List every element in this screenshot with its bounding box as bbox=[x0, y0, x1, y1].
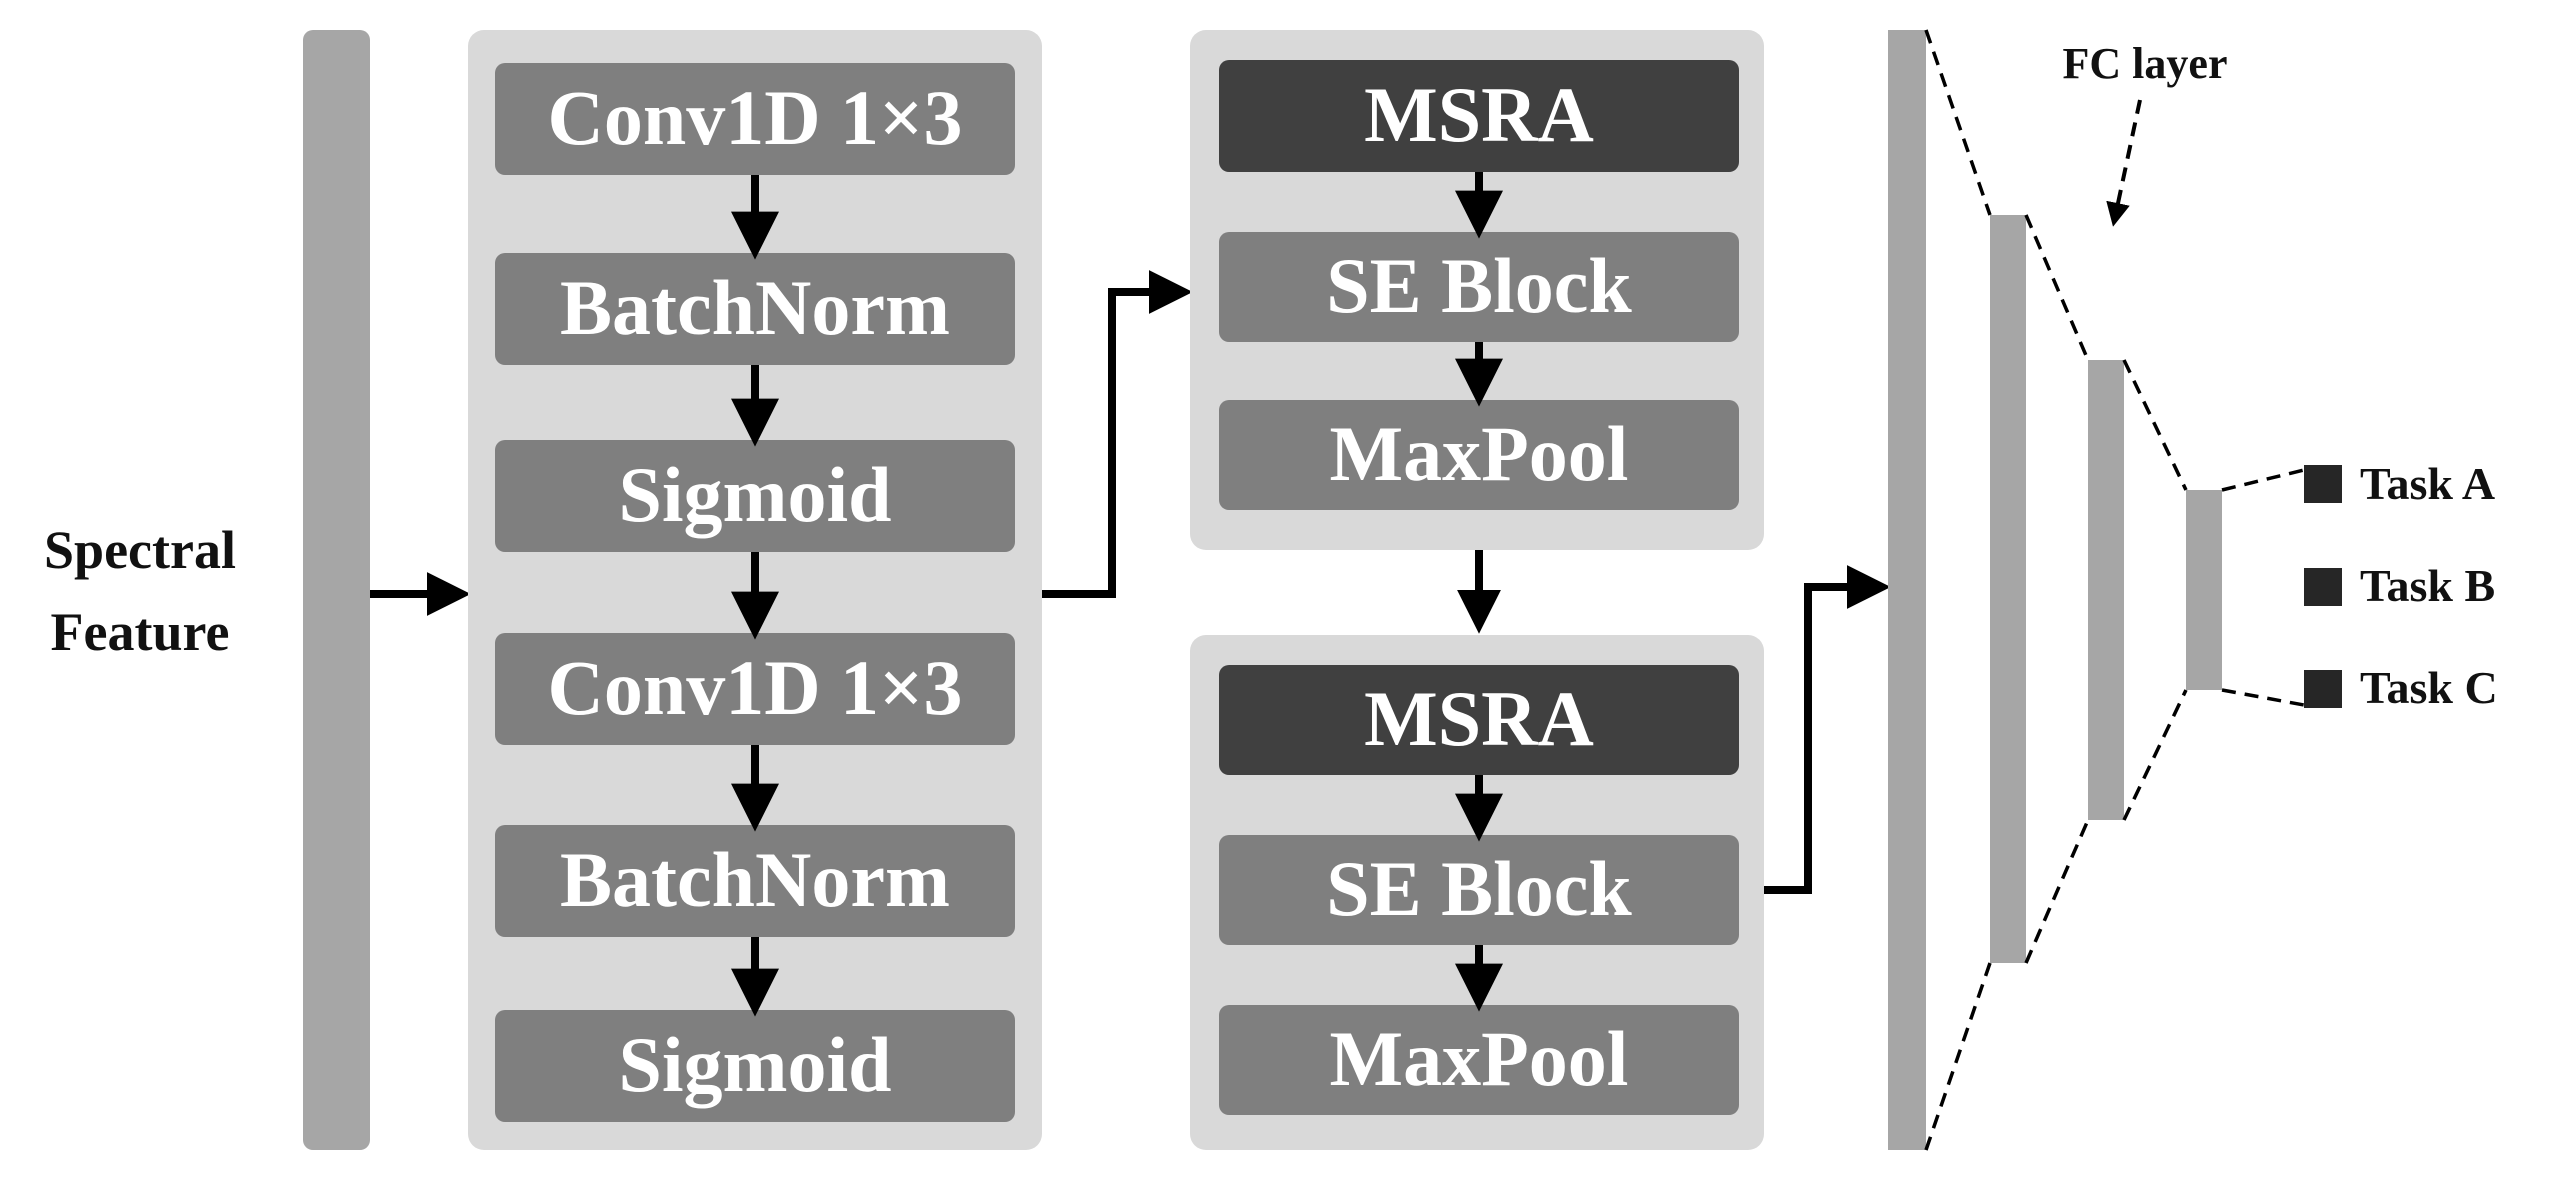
se-block-layer-2 bbox=[1219, 835, 1739, 945]
maxpool-layer-1-label: MaxPool bbox=[1330, 410, 1629, 497]
msra-layer-2 bbox=[1219, 665, 1739, 775]
batchnorm-layer-1-label: BatchNorm bbox=[560, 264, 950, 351]
sigmoid-layer-1 bbox=[495, 440, 1015, 552]
msra-layer-2-label: MSRA bbox=[1364, 675, 1594, 762]
batchnorm-layer-2 bbox=[495, 825, 1015, 937]
maxpool-layer-2 bbox=[1219, 1005, 1739, 1115]
msra-layer-1 bbox=[1219, 60, 1739, 172]
sigmoid-layer-2 bbox=[495, 1010, 1015, 1122]
task-c-marker bbox=[2304, 670, 2342, 708]
task-a-marker bbox=[2304, 465, 2342, 503]
conv1d-layer-2 bbox=[495, 633, 1015, 745]
arrow-conv-to-attention-1 bbox=[1042, 270, 1193, 598]
se-block-layer-1 bbox=[1219, 232, 1739, 342]
se-block-layer-1-label: SE Block bbox=[1326, 242, 1632, 329]
batchnorm-layer-1 bbox=[495, 253, 1015, 365]
task-b-label: Task B bbox=[2360, 560, 2495, 611]
fc-bar-2 bbox=[1990, 215, 2026, 963]
conv1d-layer-1-label: Conv1D 1×3 bbox=[548, 74, 963, 161]
maxpool-layer-1 bbox=[1219, 400, 1739, 510]
fc-label-pointer bbox=[2106, 99, 2142, 227]
input-label-line2: Feature bbox=[51, 602, 230, 662]
msra-layer-1-label: MSRA bbox=[1364, 71, 1594, 158]
sigmoid-layer-2-label: Sigmoid bbox=[618, 1021, 891, 1108]
maxpool-layer-2-label: MaxPool bbox=[1330, 1015, 1629, 1102]
se-block-layer-2-label: SE Block bbox=[1326, 845, 1632, 932]
task-c-label: Task C bbox=[2360, 662, 2498, 713]
conv1d-layer-2-label: Conv1D 1×3 bbox=[548, 644, 963, 731]
input-feature-bar bbox=[303, 30, 370, 1150]
fc-bar-1 bbox=[1888, 30, 1926, 1150]
task-b-marker bbox=[2304, 568, 2342, 606]
batchnorm-layer-2-label: BatchNorm bbox=[560, 836, 950, 923]
task-a-label: Task A bbox=[2360, 458, 2495, 509]
fc-layer-label: FC layer bbox=[2063, 39, 2228, 88]
fc-bar-3 bbox=[2088, 360, 2124, 820]
fc-connectors bbox=[1924, 29, 2305, 1151]
conv1d-layer-1 bbox=[495, 63, 1015, 175]
fc-bar-4 bbox=[2186, 490, 2222, 690]
conv-block-layers: Conv1D 1×3 BatchNorm Sigmoid Conv1D 1×3 … bbox=[495, 63, 1015, 1122]
arrow-attention-2-to-fc bbox=[1764, 565, 1891, 894]
sigmoid-layer-1-label: Sigmoid bbox=[618, 451, 891, 538]
input-label-line1: Spectral bbox=[44, 520, 236, 580]
